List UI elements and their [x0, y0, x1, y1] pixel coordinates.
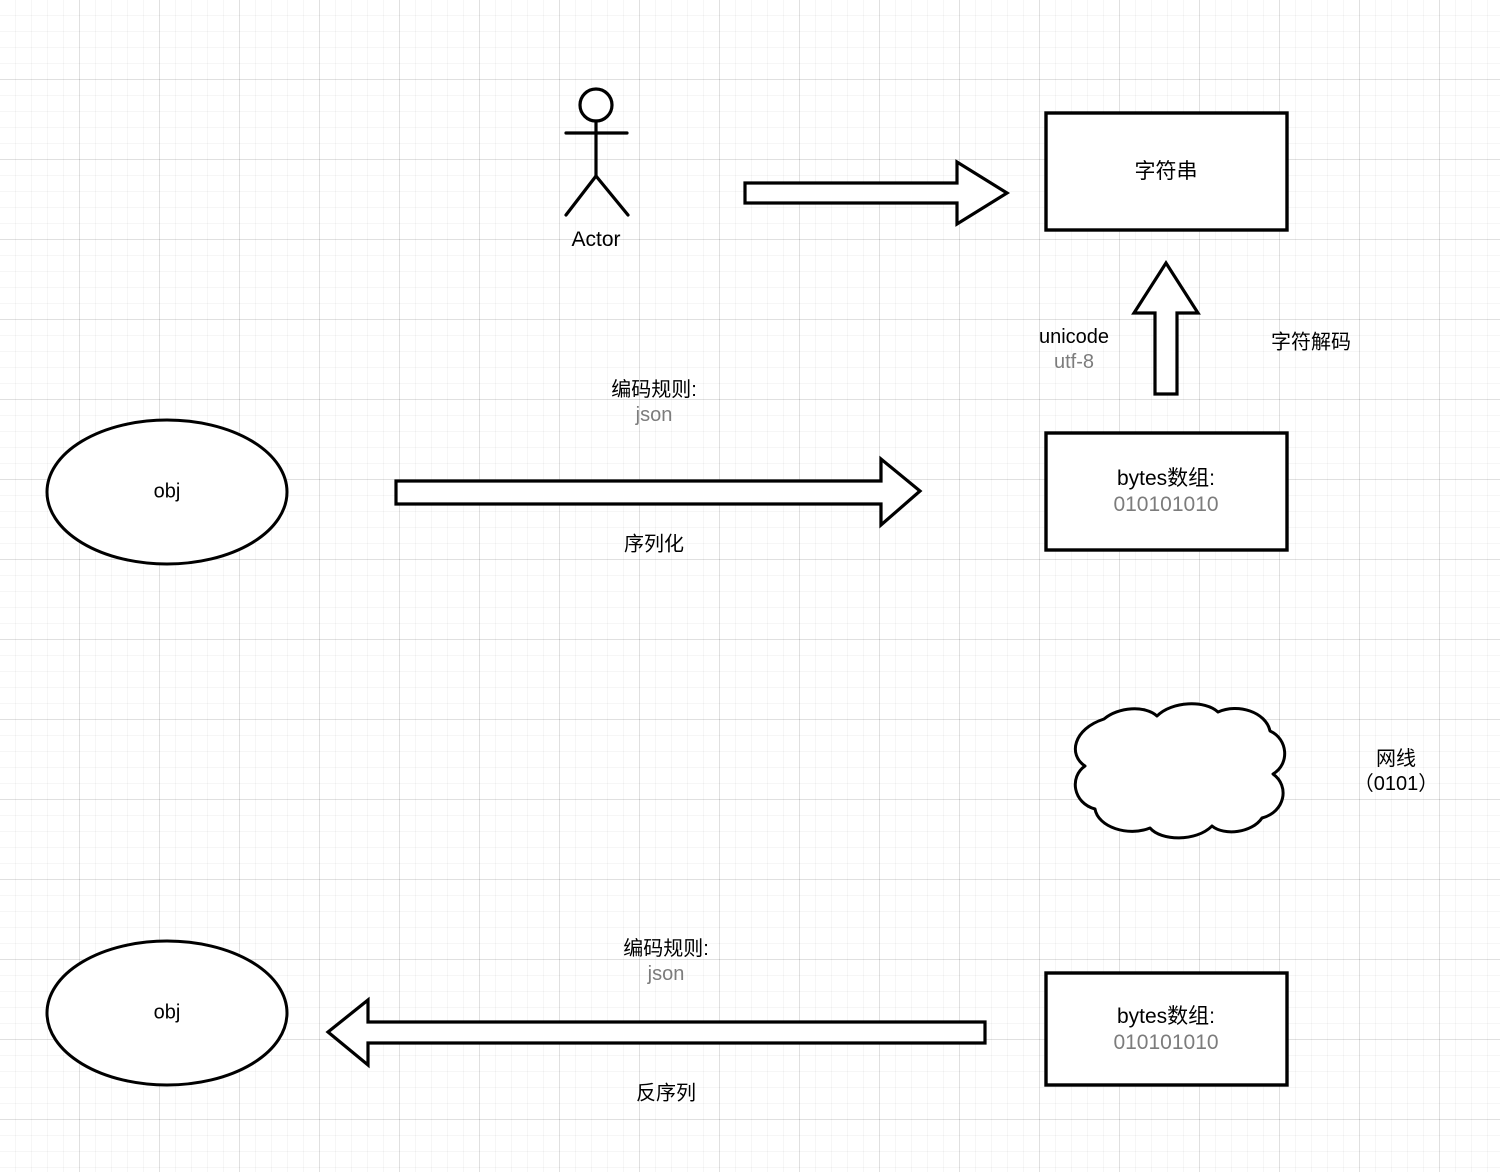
obj-bottom-shape[interactable] [45, 939, 289, 1087]
actor-leg-right-line [594, 174, 630, 217]
deserialize-arrow[interactable] [325, 996, 987, 1069]
actor-figure[interactable] [564, 87, 630, 217]
actor-leg-left-line [564, 174, 598, 217]
actor-head-icon [578, 87, 614, 123]
serialize-arrow[interactable] [394, 455, 923, 529]
string-box-shape[interactable] [1044, 111, 1289, 232]
bytes-to-string-arrow[interactable] [1131, 260, 1201, 396]
bytes-box-top-shape[interactable] [1044, 431, 1289, 552]
bytes-box-bottom-shape[interactable] [1044, 971, 1289, 1087]
obj-top-shape[interactable] [45, 418, 289, 566]
network-cloud-shape[interactable] [1073, 702, 1287, 840]
actor-to-string-arrow[interactable] [743, 159, 1011, 227]
